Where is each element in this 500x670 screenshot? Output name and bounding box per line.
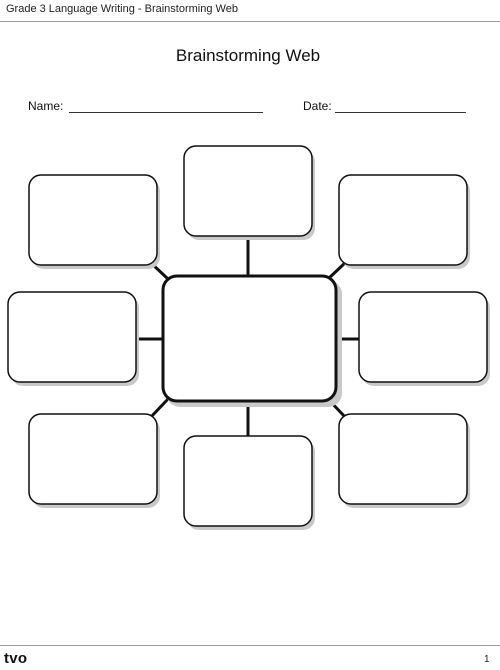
tvo-logo: tvo xyxy=(4,650,28,667)
date-write-line[interactable] xyxy=(335,112,466,113)
center-topic-box[interactable] xyxy=(161,274,338,403)
idea-box-top-right[interactable] xyxy=(338,174,468,266)
name-write-line[interactable] xyxy=(69,112,263,113)
idea-box-bottom[interactable] xyxy=(183,435,313,527)
worksheet-title: Brainstorming Web xyxy=(175,46,321,65)
page-number: 1 xyxy=(484,654,490,665)
idea-box-top[interactable] xyxy=(183,145,313,237)
idea-box-right[interactable] xyxy=(358,291,488,383)
header-divider xyxy=(0,21,500,22)
date-label: Date: xyxy=(303,99,332,113)
connector-bottom-left xyxy=(148,397,170,420)
idea-box-left[interactable] xyxy=(7,291,137,383)
idea-box-top-left[interactable] xyxy=(28,174,158,266)
connector-lines xyxy=(135,237,360,437)
document-header: Grade 3 Language Writing - Brainstorming… xyxy=(6,3,238,15)
name-label: Name: xyxy=(28,99,64,113)
idea-box-bottom-right[interactable] xyxy=(338,413,468,505)
footer-divider xyxy=(0,645,500,646)
idea-box-bottom-left[interactable] xyxy=(28,413,158,505)
connector-top-right xyxy=(326,260,348,281)
